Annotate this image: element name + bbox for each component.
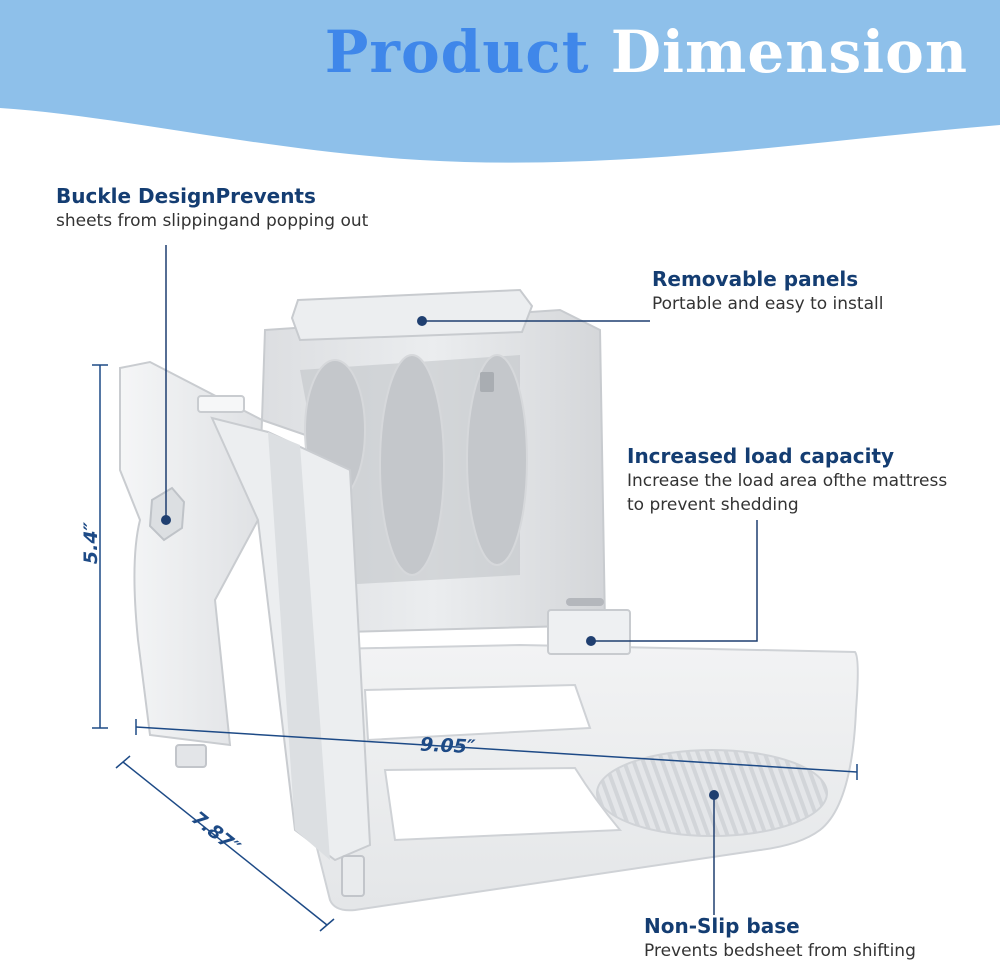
base-cutout-top (363, 683, 592, 742)
dimension-lines (92, 364, 858, 932)
callout-base-subtitle: Prevents bedsheet from shifting (644, 941, 916, 961)
buckle-button (148, 486, 186, 542)
panel-bracket (547, 609, 631, 655)
panel-bracket-slot (566, 598, 604, 606)
dimension-width-label: 9.05″ (419, 733, 476, 759)
leader-dot-icon (709, 790, 719, 800)
leader-dot-icon (161, 515, 171, 525)
callout-panels-subtitle: Portable and easy to install (652, 294, 884, 314)
callout-load-title: Increased load capacity (627, 444, 895, 468)
callout-load: Increased load capacity Increase the loa… (627, 443, 947, 517)
base-cutout-bottom (383, 766, 623, 842)
leader-dot-icon (417, 316, 427, 326)
panel-top-cap (290, 288, 534, 342)
callout-base: Non-Slip base Prevents bedsheet from shi… (644, 913, 916, 963)
buckle-clip-notch (197, 395, 245, 413)
buckle-clip (119, 360, 264, 747)
callout-panels: Removable panels Portable and easy to in… (652, 266, 883, 316)
title-word-product: Product (324, 18, 590, 86)
callout-buckle-title: Buckle DesignPrevents (56, 184, 316, 208)
callout-buckle: Buckle DesignPrevents sheets from slippi… (56, 183, 368, 233)
callout-load-line1: Increase the load area ofthe mattress (627, 471, 948, 491)
header-banner (0, 0, 1000, 163)
dimension-height-label: 5.4″ (80, 521, 103, 565)
callout-load-line2: to prevent shedding (627, 495, 799, 515)
leader-lines (165, 245, 758, 915)
callout-base-title: Non-Slip base (644, 914, 800, 938)
leader-dot-icon (586, 636, 596, 646)
panel-oval-center (379, 354, 445, 576)
page-title: Product Dimension (325, 18, 968, 86)
callout-panels-title: Removable panels (652, 267, 859, 291)
buckle-clip-foot (341, 855, 365, 897)
panel-slot (480, 372, 494, 392)
callout-buckle-subtitle: sheets from slippingand popping out (56, 211, 369, 231)
title-word-dimension: Dimension (610, 18, 968, 86)
panel-oval-right (466, 354, 528, 566)
buckle-clip-edge (268, 432, 330, 860)
buckle-clip-foot-left (175, 744, 207, 768)
leader-dots (161, 316, 719, 800)
